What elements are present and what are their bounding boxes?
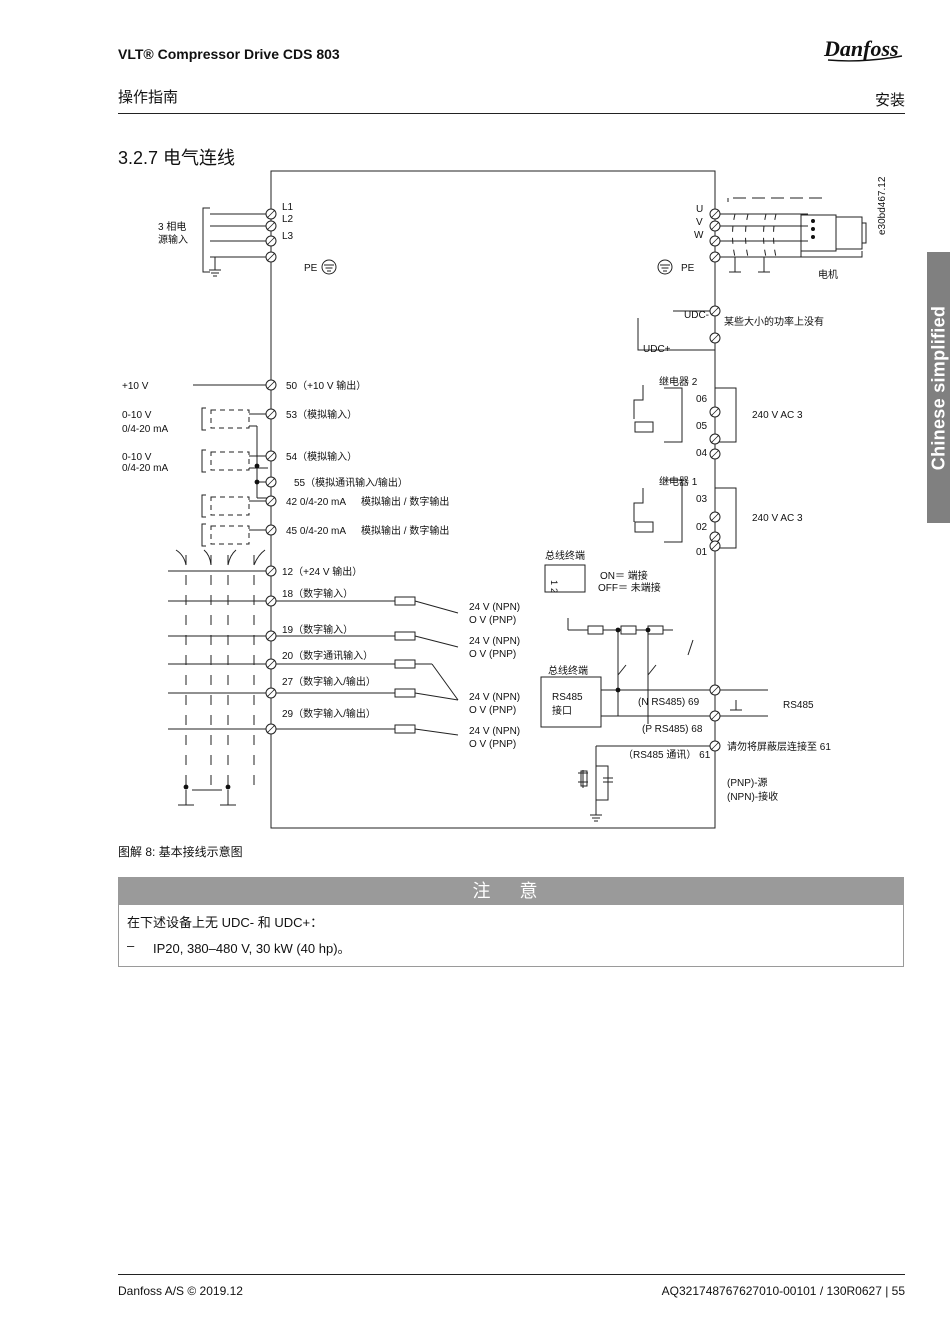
ground-symbol xyxy=(657,259,673,275)
terminal-50: 50（+10 V 输出） xyxy=(286,379,366,392)
language-tab: Chinese simplified xyxy=(927,252,950,523)
npn-sink-label: (NPN)-接收 xyxy=(727,790,778,803)
notice-text: 在下述设备上无 UDC- 和 UDC+： xyxy=(127,915,324,930)
language-tab-label: Chinese simplified xyxy=(928,305,948,470)
relay-2-label: 继电器 2 xyxy=(659,375,698,388)
terminal-18: 18（数字输入） xyxy=(282,587,353,600)
notice-bullet: – xyxy=(127,938,135,953)
range-v-2: 0-10 V xyxy=(122,452,152,463)
footer-doc-number: AQ321748767627010-00101 / 130R0627 | 55 xyxy=(661,1284,905,1298)
range-ma-2: 0/4-20 mA xyxy=(122,463,168,474)
wiring-diagram: e30bd467.12 3 相电 源输入 L1 L2 L3 PE U V W P… xyxy=(122,170,888,829)
t27-pnp: O V (PNP) xyxy=(469,705,516,716)
terminal-12: 12（+24 V 输出） xyxy=(282,565,362,578)
terminal-42-desc: 模拟输出 / 数字输出 xyxy=(361,495,449,508)
notice-title: 注 意 xyxy=(119,878,903,905)
footer-divider xyxy=(118,1274,905,1275)
rs485-box-line2: 接口 xyxy=(552,704,572,717)
relay-2-06: 06 xyxy=(696,394,708,405)
termination-switch-2: 2 xyxy=(549,588,559,593)
t27-npn: 24 V (NPN) xyxy=(469,692,520,703)
document-title: VLT® Compressor Drive CDS 803 xyxy=(118,46,340,62)
section-title: 3.2.7 电气连线 xyxy=(118,148,236,168)
notice-box: 注 意 在下述设备上无 UDC- 和 UDC+： – IP20, 380–480… xyxy=(118,877,904,967)
relay-1-03: 03 xyxy=(696,494,708,505)
rs485-bus-label: RS485 xyxy=(783,700,814,711)
terminal-69: (N RS485) 69 xyxy=(638,697,700,708)
header-divider xyxy=(118,113,905,114)
plus10v-label: +10 V xyxy=(122,381,149,392)
manual-type-label: 操作指南 xyxy=(118,89,179,106)
pnp-source-label: (PNP)-源 xyxy=(727,776,768,789)
rs485-box-line1: RS485 xyxy=(552,692,583,703)
relay-2-05: 05 xyxy=(696,421,708,432)
t18-npn: 24 V (NPN) xyxy=(469,602,520,613)
termination-label: 总线终端 xyxy=(545,549,585,562)
terminal-19: 19（数字输入） xyxy=(282,623,353,636)
terminal-68: (P RS485) 68 xyxy=(642,724,703,735)
terminal-u: U xyxy=(696,204,703,215)
relay-1-02: 02 xyxy=(696,522,708,533)
svg-text:Danfoss: Danfoss xyxy=(823,36,899,61)
terminal-45-desc: 模拟输出 / 数字输出 xyxy=(361,524,449,537)
mains-label-2: 源输入 xyxy=(158,233,188,246)
mains-label-1: 3 相电 xyxy=(158,220,186,233)
t18-pnp: O V (PNP) xyxy=(469,615,516,626)
terminal-l3: L3 xyxy=(282,231,294,242)
t29-pnp: O V (PNP) xyxy=(469,739,516,750)
figure-caption: 图解 8: 基本接线示意图 xyxy=(118,845,243,859)
terminal-pe-motor: PE xyxy=(681,263,695,274)
t19-npn: 24 V (NPN) xyxy=(469,636,520,647)
terminal-pe-mains: PE xyxy=(304,263,318,274)
shield-note: 请勿将屏蔽层连接至 61 xyxy=(727,740,831,753)
dc-note: 某些大小的功率上没有 xyxy=(724,315,824,328)
relay-1-01: 01 xyxy=(696,547,708,558)
notice-list-item: IP20, 380–480 V, 30 kW (40 hp)。 xyxy=(153,941,351,956)
udc-plus-label: UDC+ xyxy=(643,344,671,355)
danfoss-logo: Danfoss xyxy=(822,32,906,71)
terminal-53: 53（模拟输入） xyxy=(286,408,357,421)
motor-label: 电机 xyxy=(818,268,838,281)
range-ma-1: 0/4-20 mA xyxy=(122,424,168,435)
termination-label-2: 总线终端 xyxy=(548,664,588,677)
range-v-1: 0-10 V xyxy=(122,410,152,421)
termination-on: ON＝ 端接 xyxy=(600,569,648,582)
terminal-45: 45 0/4-20 mA xyxy=(286,526,346,537)
footer-copyright: Danfoss A/S © 2019.12 xyxy=(118,1284,243,1298)
termination-off: OFF＝ 未端接 xyxy=(598,581,661,594)
terminal-61: （RS485 通讯） 61 xyxy=(623,749,711,761)
chapter-label: 安装 xyxy=(874,92,905,109)
terminal-l2: L2 xyxy=(282,214,294,225)
termination-switch-1: 1 xyxy=(549,580,559,585)
relay-2-rating: 240 V AC 3 xyxy=(752,410,803,421)
relay-1-rating: 240 V AC 3 xyxy=(752,513,803,524)
t19-pnp: O V (PNP) xyxy=(469,649,516,660)
relay-2-04: 04 xyxy=(696,448,708,459)
terminal-20: 20（数字通讯输入） xyxy=(282,649,373,662)
terminal-55: 55（模拟通讯输入/输出） xyxy=(294,476,408,489)
terminal-29: 29（数字输入/输出） xyxy=(282,707,376,720)
t29-npn: 24 V (NPN) xyxy=(469,726,520,737)
terminal-v: V xyxy=(696,217,703,228)
terminal-54: 54（模拟输入） xyxy=(286,450,357,463)
udc-minus-label: UDC- xyxy=(684,310,709,321)
relay-1-label: 继电器 1 xyxy=(659,475,698,488)
terminal-42: 42 0/4-20 mA xyxy=(286,497,346,508)
terminal-w: W xyxy=(694,230,704,241)
terminal-27: 27（数字输入/输出） xyxy=(282,675,376,688)
figure-id: e30bd467.12 xyxy=(877,176,888,235)
terminal-l1: L1 xyxy=(282,202,294,213)
ground-symbol xyxy=(321,259,337,275)
